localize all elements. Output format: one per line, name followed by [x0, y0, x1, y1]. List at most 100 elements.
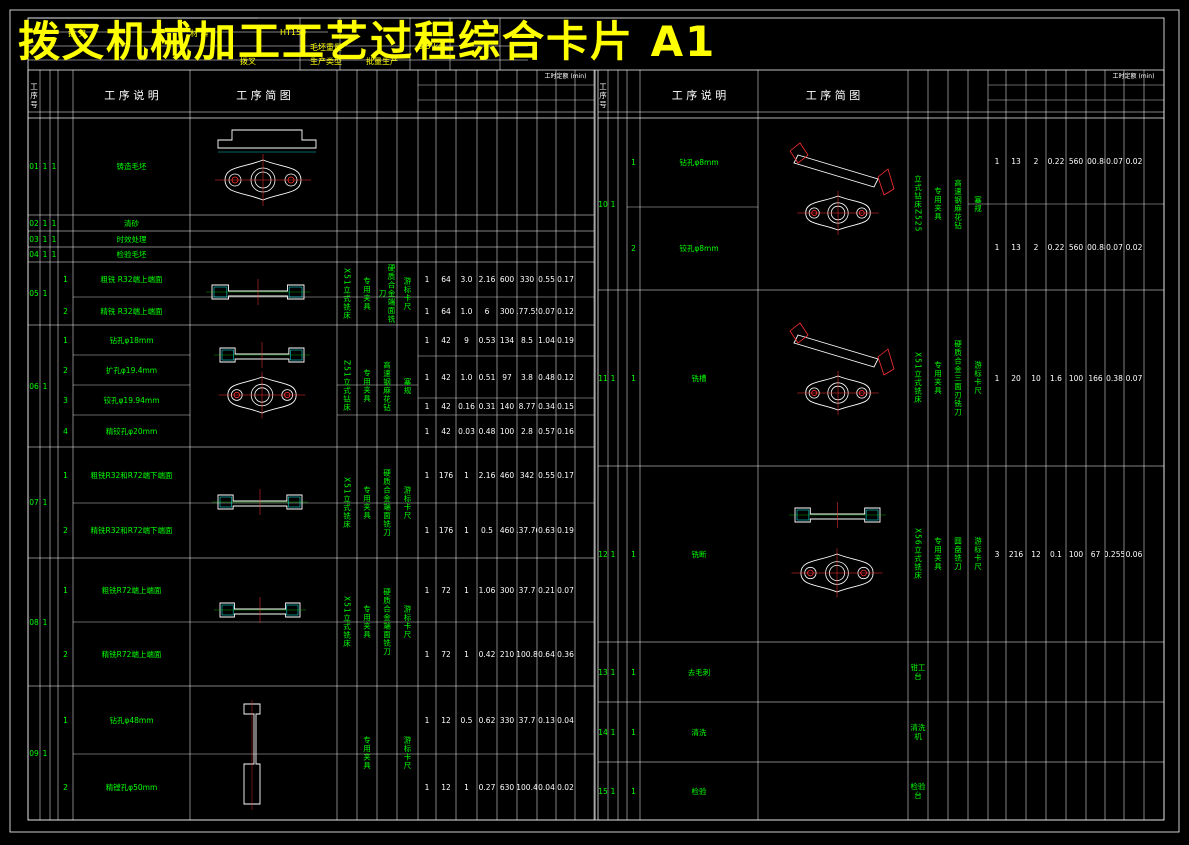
- param-value: 100.88: [1086, 242, 1105, 252]
- sketch-stroke: [794, 507, 881, 523]
- param-value: 1: [424, 715, 430, 725]
- row-a: 1: [610, 667, 616, 677]
- step-number: 2: [63, 526, 68, 535]
- step-desc: 钻孔φ8mm: [679, 158, 719, 167]
- step-number: 4: [63, 426, 68, 436]
- param-value: 0.17: [557, 275, 574, 284]
- tool: 硬质合金三面刃铣刀: [953, 339, 963, 417]
- param-value: 176: [438, 470, 454, 480]
- step-desc: 精铣R32和R72端下端面: [90, 526, 173, 535]
- step-desc: 精镗孔φ50mm: [105, 782, 158, 792]
- param-value: 42: [441, 336, 451, 345]
- machine: 清洗机: [910, 723, 926, 741]
- param-value: 1: [464, 470, 469, 480]
- machine: 钳工台: [910, 663, 926, 681]
- sketch-stroke: [217, 129, 317, 149]
- param-value: 1.06: [478, 585, 496, 595]
- header-seq-right: 工序号: [599, 81, 607, 109]
- param-value: 1: [994, 156, 1000, 166]
- param-value: 3.8: [521, 372, 533, 382]
- fixture: 专用夹具: [362, 736, 372, 770]
- header-sketch-left: 工 序 简 图: [236, 88, 291, 102]
- fixture: 专用夹具: [933, 187, 943, 221]
- step-desc: 粗铣R32和R72端下端面: [90, 470, 173, 480]
- fixture: 专用夹具: [362, 369, 372, 403]
- fixture: 专用夹具: [933, 361, 943, 395]
- step-number: 1: [63, 470, 68, 480]
- param-value: 1.0: [460, 306, 473, 316]
- param-value: 1: [424, 336, 430, 345]
- param-value: 0.22: [1047, 156, 1065, 166]
- row-b: 1: [51, 234, 57, 244]
- param-value: 1: [424, 306, 430, 316]
- sketch-stroke: [219, 496, 233, 508]
- title-block-part-value: 拨叉: [240, 57, 256, 66]
- param-value: 0.02: [1125, 242, 1143, 252]
- param-value: 20: [1011, 373, 1021, 383]
- machine: X51立式铣床: [342, 267, 352, 320]
- param-value: 560: [1068, 156, 1084, 166]
- param-value: 0.48: [478, 426, 496, 436]
- param-value: 1: [424, 372, 430, 382]
- param-value: 100.8: [517, 649, 537, 659]
- row-number: 05: [29, 289, 39, 298]
- param-value: 42: [441, 426, 451, 436]
- step-desc: 精铰孔φ20mm: [105, 426, 158, 436]
- param-value: 0.36: [557, 649, 574, 659]
- row-number: 02: [29, 218, 39, 228]
- param-value: 2.8: [521, 426, 533, 436]
- row-b: 1: [51, 162, 57, 171]
- param-value: 67: [1090, 549, 1101, 559]
- param-value: 12: [441, 782, 451, 792]
- param-value: 0.51: [478, 372, 496, 382]
- page-title: 拨叉机械加工工艺过程综合卡片 A1: [18, 17, 717, 66]
- param-value: 3: [994, 549, 1000, 559]
- step-desc: 铰孔φ8mm: [679, 244, 719, 253]
- param-value: 42: [441, 372, 451, 382]
- param-value: 166: [1088, 373, 1103, 383]
- gauge: 游标卡尺: [403, 736, 412, 770]
- gauge: 塞规: [973, 195, 983, 213]
- param-value: 0.57: [538, 426, 555, 436]
- machine: X51立式铣床: [342, 596, 352, 648]
- param-value: 2: [1033, 156, 1039, 166]
- sketch-stroke: [793, 334, 879, 368]
- param-value: 0.16: [458, 402, 475, 411]
- sketch-stroke: [865, 509, 879, 521]
- param-value: 0.02: [1125, 156, 1143, 166]
- row-number: 12: [598, 549, 608, 559]
- row-number: 11: [598, 373, 608, 383]
- tool: 硬质合金端面铣刀: [378, 263, 396, 324]
- sketch-stroke: [877, 168, 895, 196]
- step-number: 1: [631, 373, 636, 383]
- param-value: 0.53: [478, 336, 496, 345]
- sketch-stroke: [877, 348, 895, 376]
- step-desc: 铰孔φ19.94mm: [103, 395, 160, 405]
- param-value: 460: [499, 470, 515, 480]
- sketch-stroke: [289, 349, 303, 361]
- param-value: 37.7: [518, 715, 536, 725]
- param-value: 0.06: [1125, 549, 1143, 559]
- step-number: 1: [631, 786, 636, 796]
- param-value: 100: [1068, 373, 1084, 383]
- row-a: 1: [42, 218, 48, 228]
- title-block-part: 拨 叉: [68, 29, 87, 38]
- param-value: 0.1: [1050, 549, 1062, 559]
- row-number: 14: [598, 727, 608, 737]
- param-value: 0.19: [557, 526, 574, 535]
- step-number: 2: [63, 649, 68, 659]
- param-value: 0.31: [478, 402, 496, 411]
- param-value: 1: [424, 426, 430, 436]
- param-value: 1: [464, 526, 469, 535]
- row-number: 06: [29, 381, 39, 391]
- gauge: 游标卡尺: [403, 485, 412, 520]
- param-value: 0.07: [1125, 373, 1143, 383]
- param-value: 342: [519, 470, 535, 480]
- machine: 立式钻床Z525: [913, 175, 923, 233]
- step-desc: 扩孔φ19.4mm: [105, 365, 158, 375]
- param-value: 0.04: [557, 715, 574, 725]
- row-a: 1: [610, 199, 616, 209]
- param-value: 100: [499, 426, 515, 436]
- param-value: 0.07: [1106, 156, 1123, 166]
